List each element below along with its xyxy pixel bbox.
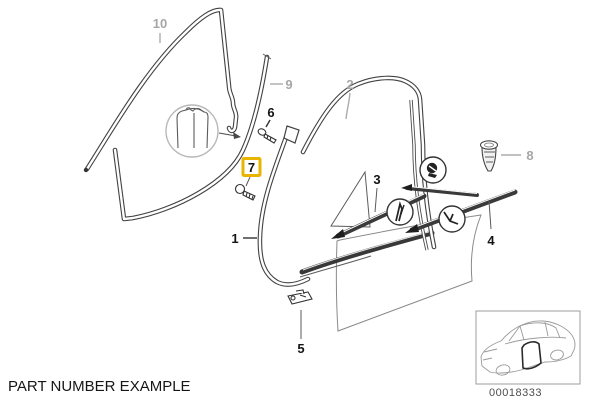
tool-v-circle — [386, 198, 414, 226]
strip-9-end-cap — [262, 53, 272, 60]
car-outline — [480, 320, 576, 376]
tool-hook-circle — [438, 205, 466, 233]
callout-8-label[interactable]: 8 — [526, 148, 533, 163]
magnifier-circle — [165, 104, 219, 158]
callout-7-leader — [245, 176, 251, 187]
callout-2-label[interactable]: 2 — [346, 77, 353, 92]
tool-v-icon — [395, 201, 403, 222]
screw-7-icon — [234, 183, 256, 201]
clip-5-icon — [287, 289, 313, 305]
callout-7-label[interactable]: 7 — [248, 160, 255, 175]
strip-4-arrow-tip — [405, 224, 419, 233]
callout-1-label[interactable]: 1 — [231, 231, 238, 246]
seal-10-end-tip — [83, 167, 89, 173]
sill-band-drawing — [299, 230, 435, 275]
seal-10-drawing — [83, 7, 239, 173]
car-thumbnail: 00018333 — [475, 310, 581, 399]
triangle-3-drawing — [330, 170, 371, 228]
strip-3-arrow-tip — [331, 229, 345, 239]
seal-1-top-end — [283, 125, 300, 144]
seal-profile-icon — [176, 107, 209, 149]
callout-6-leader — [265, 119, 271, 128]
seal-2-drawing — [300, 75, 437, 251]
callout-4-leader — [488, 200, 492, 230]
callout-5-label[interactable]: 5 — [297, 341, 304, 356]
callouts-layer: 10 9 2 8 6 1 3 4 5 — [153, 16, 534, 356]
magnifier-arrow — [218, 132, 241, 139]
callout-4-label[interactable]: 4 — [487, 233, 495, 248]
door-panel-drawing — [299, 214, 482, 332]
strip-9-drawing — [112, 53, 272, 222]
callout-10-label[interactable]: 10 — [153, 16, 167, 31]
callout-2-leader — [345, 92, 351, 120]
strip-4-drawing — [405, 189, 518, 233]
thumbnail-frame — [475, 310, 581, 385]
magnifier-profile-inset — [165, 104, 241, 158]
callout-6-label[interactable]: 6 — [267, 105, 274, 120]
tool-hook-icon — [443, 211, 459, 225]
grommet-icon — [479, 140, 499, 172]
caption-text: PART NUMBER EXAMPLE — [8, 378, 191, 395]
callout-9-label[interactable]: 9 — [285, 77, 292, 92]
seal-1-drawing — [257, 125, 311, 287]
part-number-text: 00018333 — [489, 387, 542, 399]
car-door-seal-highlight — [521, 341, 542, 370]
callout-3-label[interactable]: 3 — [373, 172, 380, 187]
fastener-circle — [419, 156, 447, 184]
callout-3-leader — [374, 187, 378, 213]
highlight-box-7[interactable]: 7 — [241, 157, 262, 177]
strip-4-upper-drawing — [401, 184, 479, 197]
clip-6-icon — [257, 128, 277, 144]
